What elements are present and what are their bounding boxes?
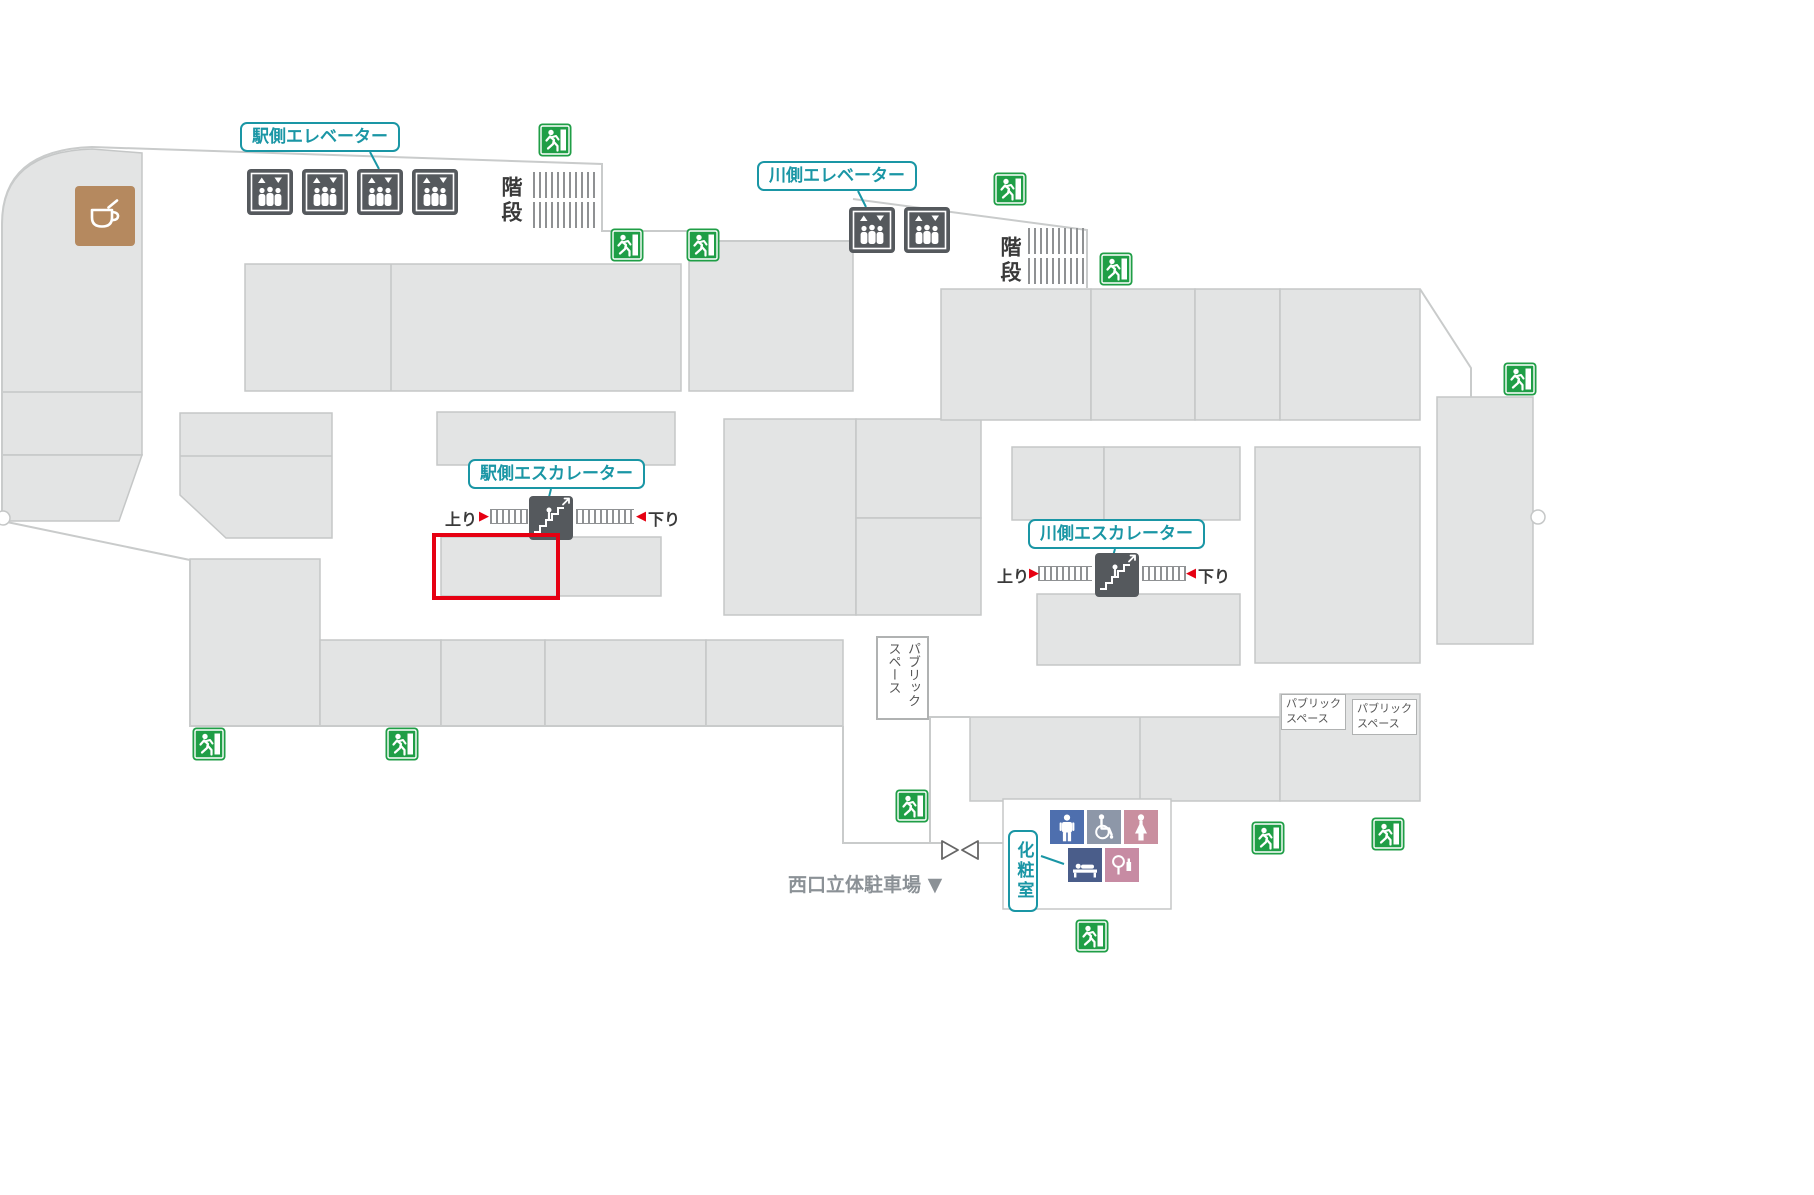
room <box>969 716 1281 802</box>
male-restroom-icon <box>1050 810 1084 844</box>
cafe-icon <box>75 186 135 246</box>
public-space-label: パブリック スペース <box>1281 694 1346 730</box>
up-label: 上り <box>445 510 478 529</box>
room <box>440 536 662 597</box>
room <box>1436 396 1534 645</box>
up-arrow-icon: ▶ <box>479 509 489 524</box>
rooms <box>1 148 1534 802</box>
down-arrow-icon: ◀ <box>636 509 646 524</box>
highlighted-room[interactable] <box>432 533 560 600</box>
restroom-callout: 化粧室 <box>1008 830 1039 912</box>
exit-icon <box>385 727 419 761</box>
elevator-icon <box>903 206 951 254</box>
room <box>1090 288 1196 421</box>
room-dividers <box>2 264 1141 801</box>
elevator-icon <box>411 168 459 216</box>
exit-icon <box>610 228 644 262</box>
powder-room-icon <box>1105 848 1139 882</box>
callout-leaders <box>369 151 1116 865</box>
exit-icon <box>538 123 572 157</box>
room <box>1279 288 1421 421</box>
stairs-hatch <box>533 202 597 228</box>
public-space-label: パブリック スペース <box>1352 699 1417 735</box>
room <box>1194 288 1281 421</box>
parking-label: 西口立体駐車場 ▼ <box>788 874 943 896</box>
river-escalator-callout: 川側エスカレーター <box>1028 519 1205 550</box>
stairs-hatch <box>1028 228 1088 254</box>
wheelchair-restroom-icon <box>1087 810 1121 844</box>
exit-icon <box>1075 919 1109 953</box>
room <box>855 517 982 616</box>
wall-bump <box>0 510 11 526</box>
room <box>179 412 333 539</box>
wall-bump <box>1530 509 1546 525</box>
exit-icon <box>993 172 1027 206</box>
elevator-icon <box>848 206 896 254</box>
exit-icon <box>1371 817 1405 851</box>
stairs-hatch <box>1028 258 1088 284</box>
down-arrow-icon: ◀ <box>1186 566 1196 581</box>
exit-icon <box>686 228 720 262</box>
room <box>688 240 854 392</box>
gate-icon <box>941 840 979 860</box>
exit-icon <box>1251 821 1285 855</box>
escalator-steps <box>490 509 528 524</box>
room <box>1011 446 1105 521</box>
stairs-label: 階段 <box>998 236 1022 286</box>
room <box>1 454 144 522</box>
room <box>940 288 1092 421</box>
female-restroom-icon <box>1124 810 1158 844</box>
escalator-steps <box>576 509 634 524</box>
room <box>544 639 707 727</box>
room <box>705 639 844 727</box>
stairs-hatch <box>533 172 597 198</box>
elevator-icon <box>301 168 349 216</box>
elevator-icon <box>246 168 294 216</box>
public-space-label: パブリック スペース <box>876 636 929 720</box>
room <box>723 418 857 616</box>
elevator-icon <box>356 168 404 216</box>
room <box>319 639 442 727</box>
station-escalator-callout: 駅側エスカレーター <box>468 459 645 490</box>
nursing-room-icon <box>1068 848 1102 882</box>
room <box>1254 446 1421 664</box>
exit-icon <box>895 789 929 823</box>
up-label: 上り <box>997 567 1030 586</box>
room <box>440 639 546 727</box>
exit-icon <box>1099 252 1133 286</box>
escalator-steps <box>1038 566 1092 581</box>
room <box>189 558 321 727</box>
down-label: 下り <box>1198 567 1231 586</box>
room <box>1036 593 1241 666</box>
up-arrow-icon: ▶ <box>1029 566 1039 581</box>
escalator-steps <box>1142 566 1186 581</box>
exit-icon <box>192 727 226 761</box>
room <box>855 418 982 519</box>
room <box>244 263 682 392</box>
exit-icon <box>1503 362 1537 396</box>
river-elevator-callout: 川側エレベーター <box>757 161 917 192</box>
down-label: 下り <box>648 510 681 529</box>
station-elevator-callout: 駅側エレベーター <box>240 122 400 153</box>
room <box>1103 446 1241 521</box>
room <box>436 411 676 466</box>
escalator-icon <box>1094 552 1140 598</box>
stairs-label: 階段 <box>499 176 523 226</box>
